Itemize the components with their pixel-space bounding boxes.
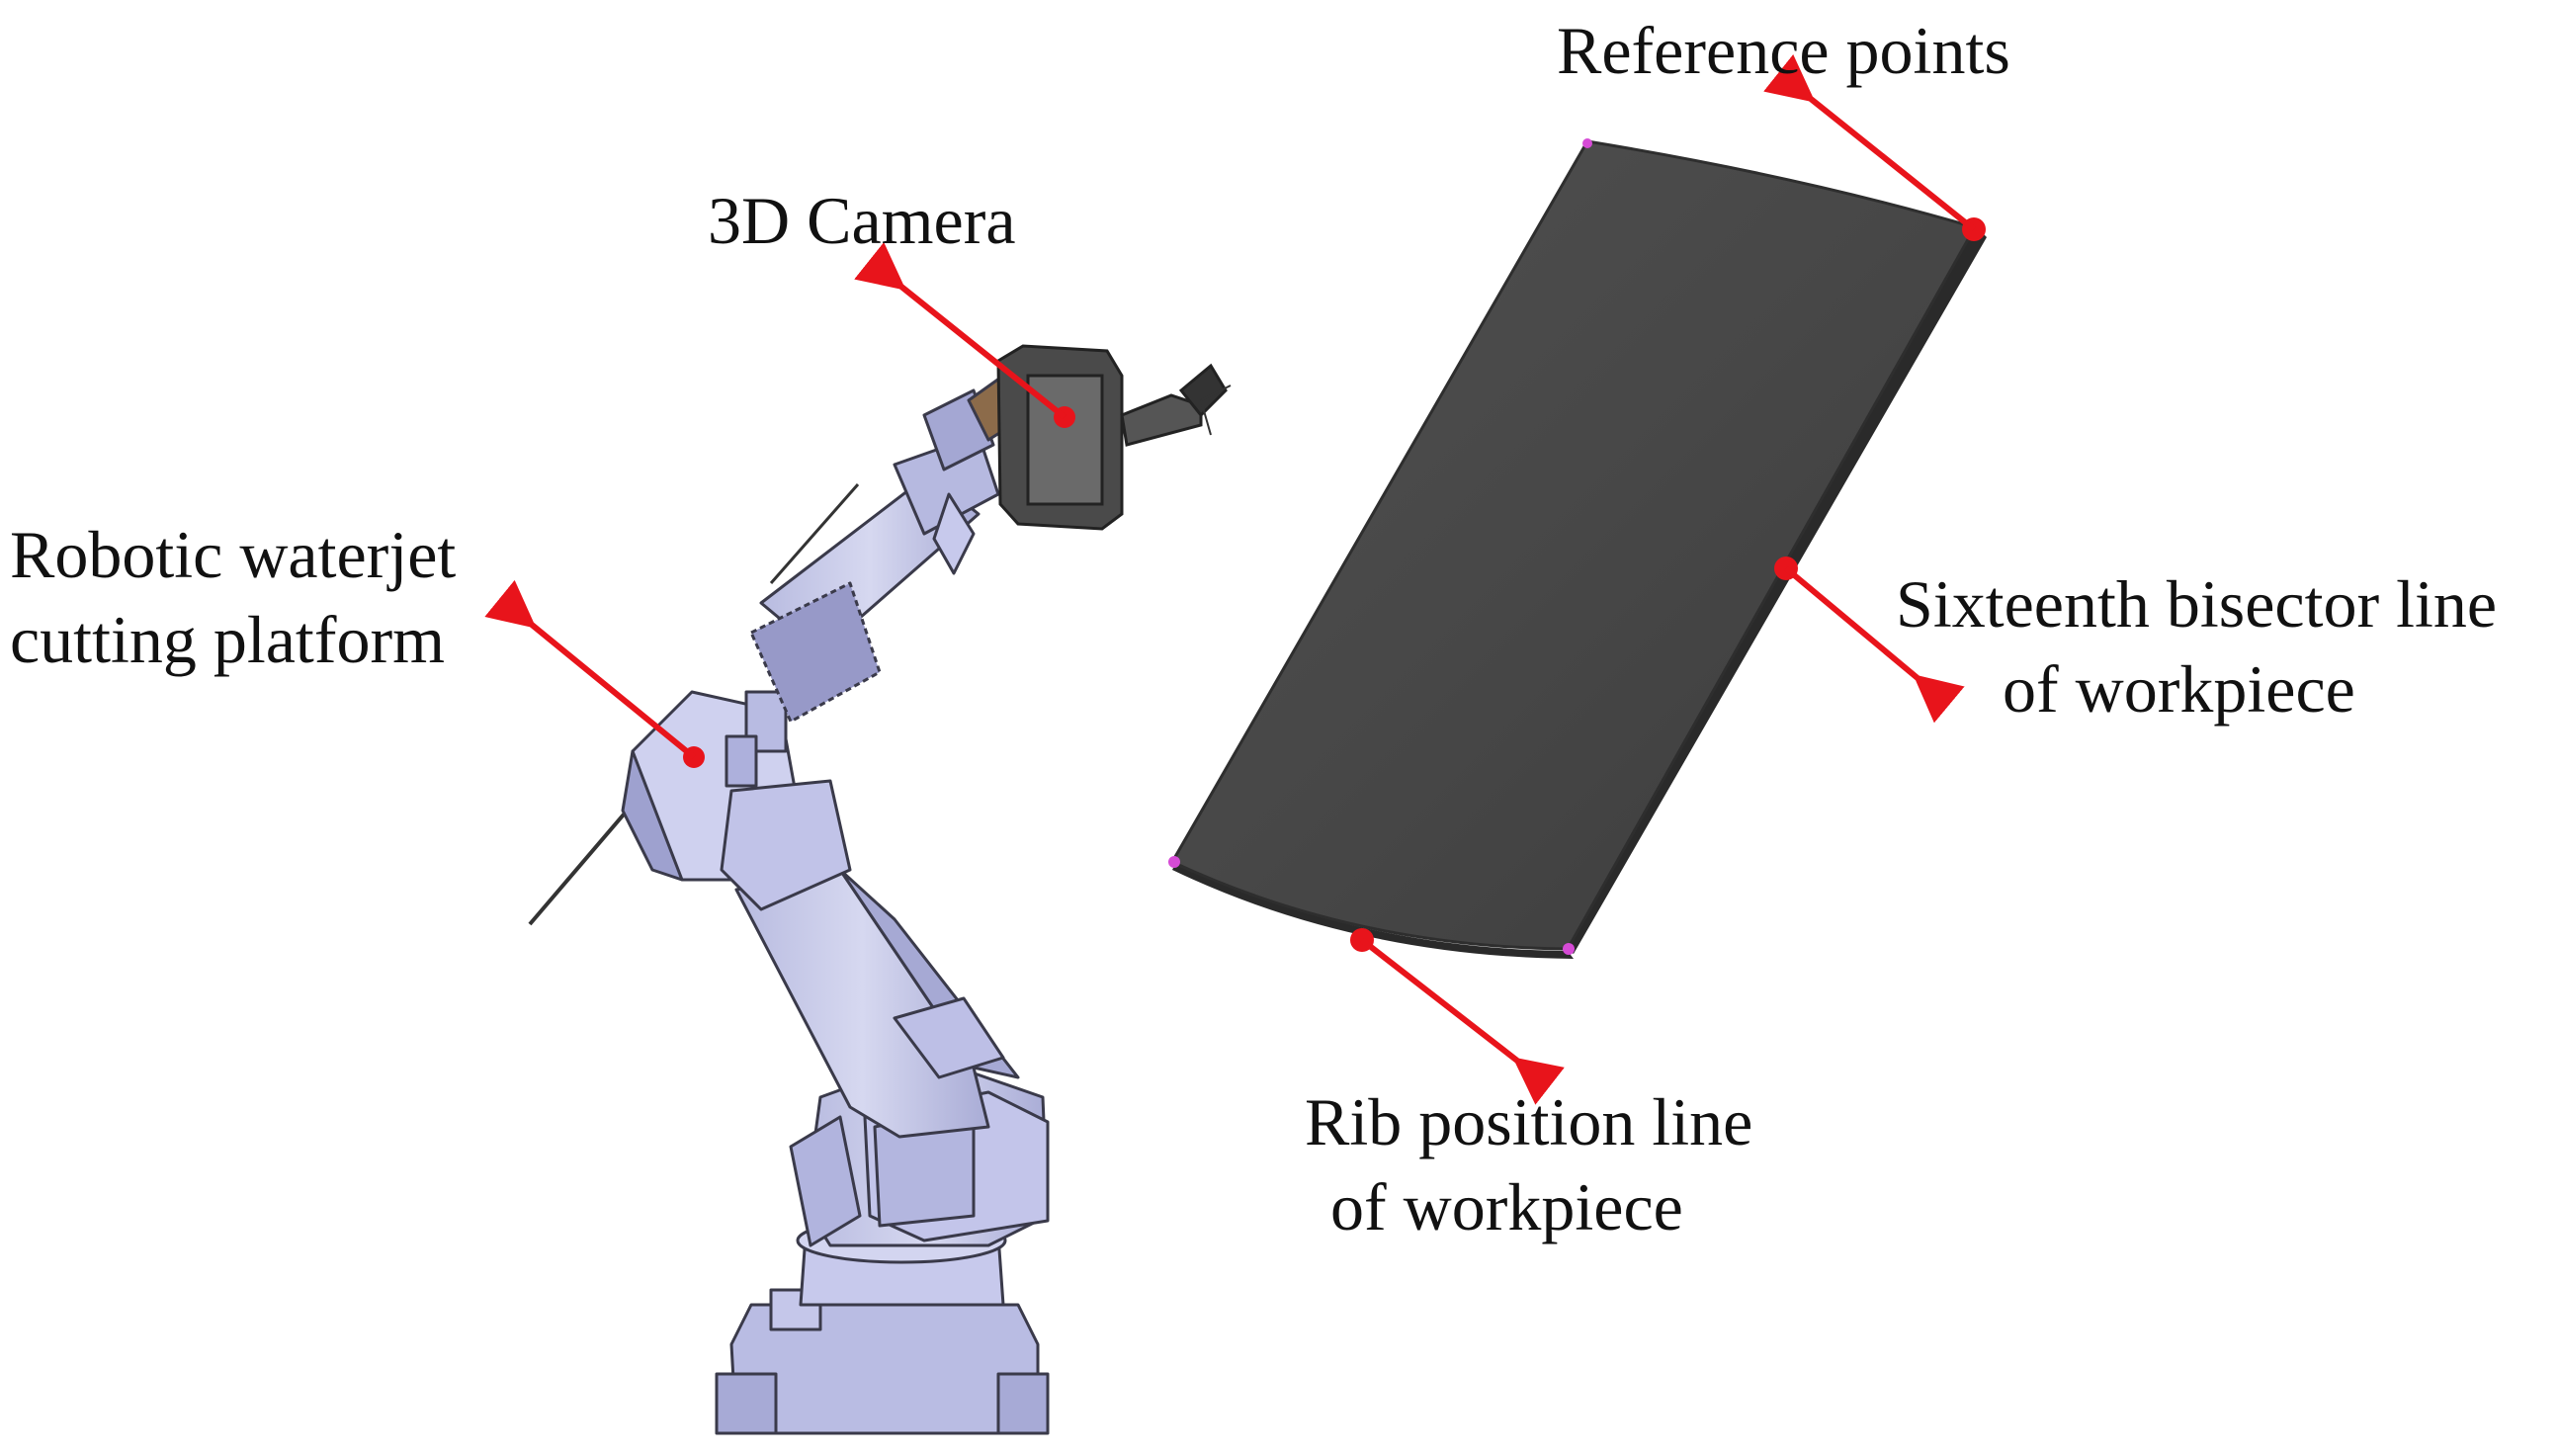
camera-axis-x	[1200, 385, 1232, 401]
label-rib-position: Rib position line of workpiece	[1305, 1079, 1752, 1249]
camera-mount-arm	[1120, 393, 1203, 447]
corner-marker-bottom-left	[1168, 856, 1180, 868]
camera-axis-y	[1200, 399, 1212, 436]
robot-wrist	[932, 492, 976, 575]
label-reference-points-text: Reference points	[1557, 13, 2010, 88]
robot-base-foot	[715, 1372, 778, 1435]
label-reference-points: Reference points	[1557, 8, 2010, 93]
label-robotic-platform-line1: Robotic waterjet	[10, 517, 457, 592]
label-robotic-platform-line2: cutting platform	[10, 602, 446, 677]
label-rib-position-line2: of workpiece	[1330, 1169, 1683, 1244]
label-rib-position-line1: Rib position line	[1305, 1084, 1753, 1159]
arrow-rib-line	[1360, 937, 1565, 1105]
robot-forearm-coil	[749, 581, 882, 724]
corner-marker-bottom-right	[1563, 943, 1575, 955]
label-sixteenth-bisector: Sixteenth bisector line of workpiece	[1896, 561, 2497, 731]
robot-wrist-block	[720, 779, 852, 911]
arrow-sixteenth-line	[1784, 565, 1965, 724]
label-3d-camera-text: 3D Camera	[708, 183, 1016, 258]
label-robotic-platform: Robotic waterjet cutting platform	[10, 512, 456, 682]
corner-marker-top-left	[1582, 138, 1592, 148]
callout-arrows	[484, 54, 1976, 1105]
workpiece-edge-thickness	[1567, 225, 1987, 954]
camera-assembly	[996, 344, 1232, 531]
robot-hip	[789, 1115, 862, 1247]
robot-elbow-detail-2	[725, 734, 758, 788]
arrow-robot	[484, 579, 696, 760]
label-sixteenth-bisector-line2: of workpiece	[2003, 651, 2355, 727]
workpiece-face	[1169, 139, 1978, 951]
arrow-reference-points	[1763, 54, 1976, 232]
robot-elbow-side	[621, 749, 684, 882]
waterjet-rod-upper	[769, 483, 860, 584]
robot-waterjet-platform	[528, 374, 1050, 1435]
arrow-camera	[854, 242, 1066, 420]
workpiece-sheet	[1169, 139, 1987, 959]
label-3d-camera: 3D Camera	[708, 178, 1016, 263]
label-sixteenth-bisector-line1: Sixteenth bisector line	[1896, 566, 2498, 642]
robot-base-foot-right	[996, 1372, 1050, 1435]
camera-nozzle	[1178, 363, 1228, 418]
robot-elbow-cover	[893, 996, 1005, 1079]
